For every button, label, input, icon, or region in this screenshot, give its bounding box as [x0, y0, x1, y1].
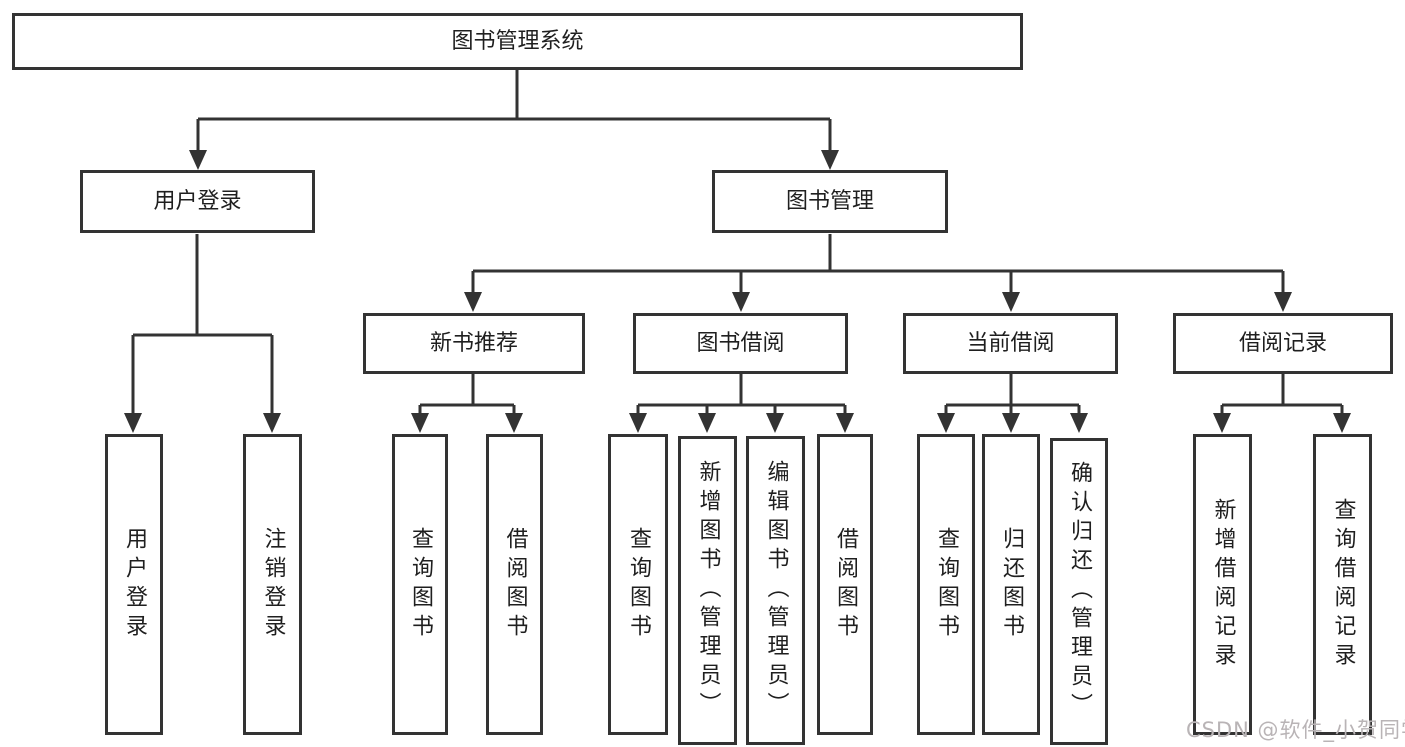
leaf-confirm-return-admin: 确认归还（管理员）	[1050, 438, 1108, 745]
arrowhead-icon	[189, 150, 207, 170]
leaf-query-books-borrow: 查询图书	[608, 434, 668, 735]
leaf-query-books-recommend: 查询图书	[392, 434, 448, 735]
node-current-borrow: 当前借阅	[903, 313, 1118, 374]
leaf-add-borrow-record: 新增借阅记录	[1193, 434, 1252, 735]
leaf-logout: 注销登录	[243, 434, 302, 735]
arrowhead-icon	[1274, 292, 1292, 312]
arrowhead-icon	[766, 413, 784, 433]
leaf-edit-book-admin: 编辑图书（管理员）	[746, 436, 805, 745]
arrowhead-icon	[1333, 413, 1351, 433]
arrowhead-icon	[821, 150, 839, 170]
arrowhead-icons	[124, 150, 1351, 433]
node-user-login-branch: 用户登录	[80, 170, 315, 233]
arrowhead-icon	[1002, 413, 1020, 433]
leaf-borrow-books-recommend: 借阅图书	[486, 434, 543, 735]
arrowhead-icon	[629, 413, 647, 433]
arrowhead-icon	[124, 413, 142, 433]
node-new-book-recommend: 新书推荐	[363, 313, 585, 374]
arrowhead-icon	[732, 292, 750, 312]
leaf-borrow-books: 借阅图书	[817, 434, 873, 735]
leaf-query-borrow-record: 查询借阅记录	[1313, 434, 1372, 735]
arrowhead-icon	[937, 413, 955, 433]
tree-edges	[131, 69, 1344, 414]
leaf-return-books: 归还图书	[982, 434, 1040, 735]
arrowhead-icon	[505, 413, 523, 433]
arrowhead-icon	[263, 413, 281, 433]
node-root: 图书管理系统	[12, 13, 1023, 70]
arrowhead-icon	[1002, 292, 1020, 312]
arrowhead-icon	[836, 413, 854, 433]
node-book-management: 图书管理	[712, 170, 948, 233]
node-book-borrow: 图书借阅	[633, 313, 848, 374]
leaf-add-book-admin: 新增图书（管理员）	[678, 436, 737, 745]
leaf-user-login: 用户登录	[105, 434, 163, 735]
leaf-query-books-current: 查询图书	[917, 434, 975, 735]
arrowhead-icon	[1070, 413, 1088, 433]
arrowhead-icon	[1213, 413, 1231, 433]
node-borrow-records: 借阅记录	[1173, 313, 1393, 374]
arrowhead-icon	[464, 292, 482, 312]
arrowhead-icon	[411, 413, 429, 433]
arrowhead-icon	[698, 413, 716, 433]
watermark: CSDN @软件_小贺同学	[1186, 718, 1405, 742]
